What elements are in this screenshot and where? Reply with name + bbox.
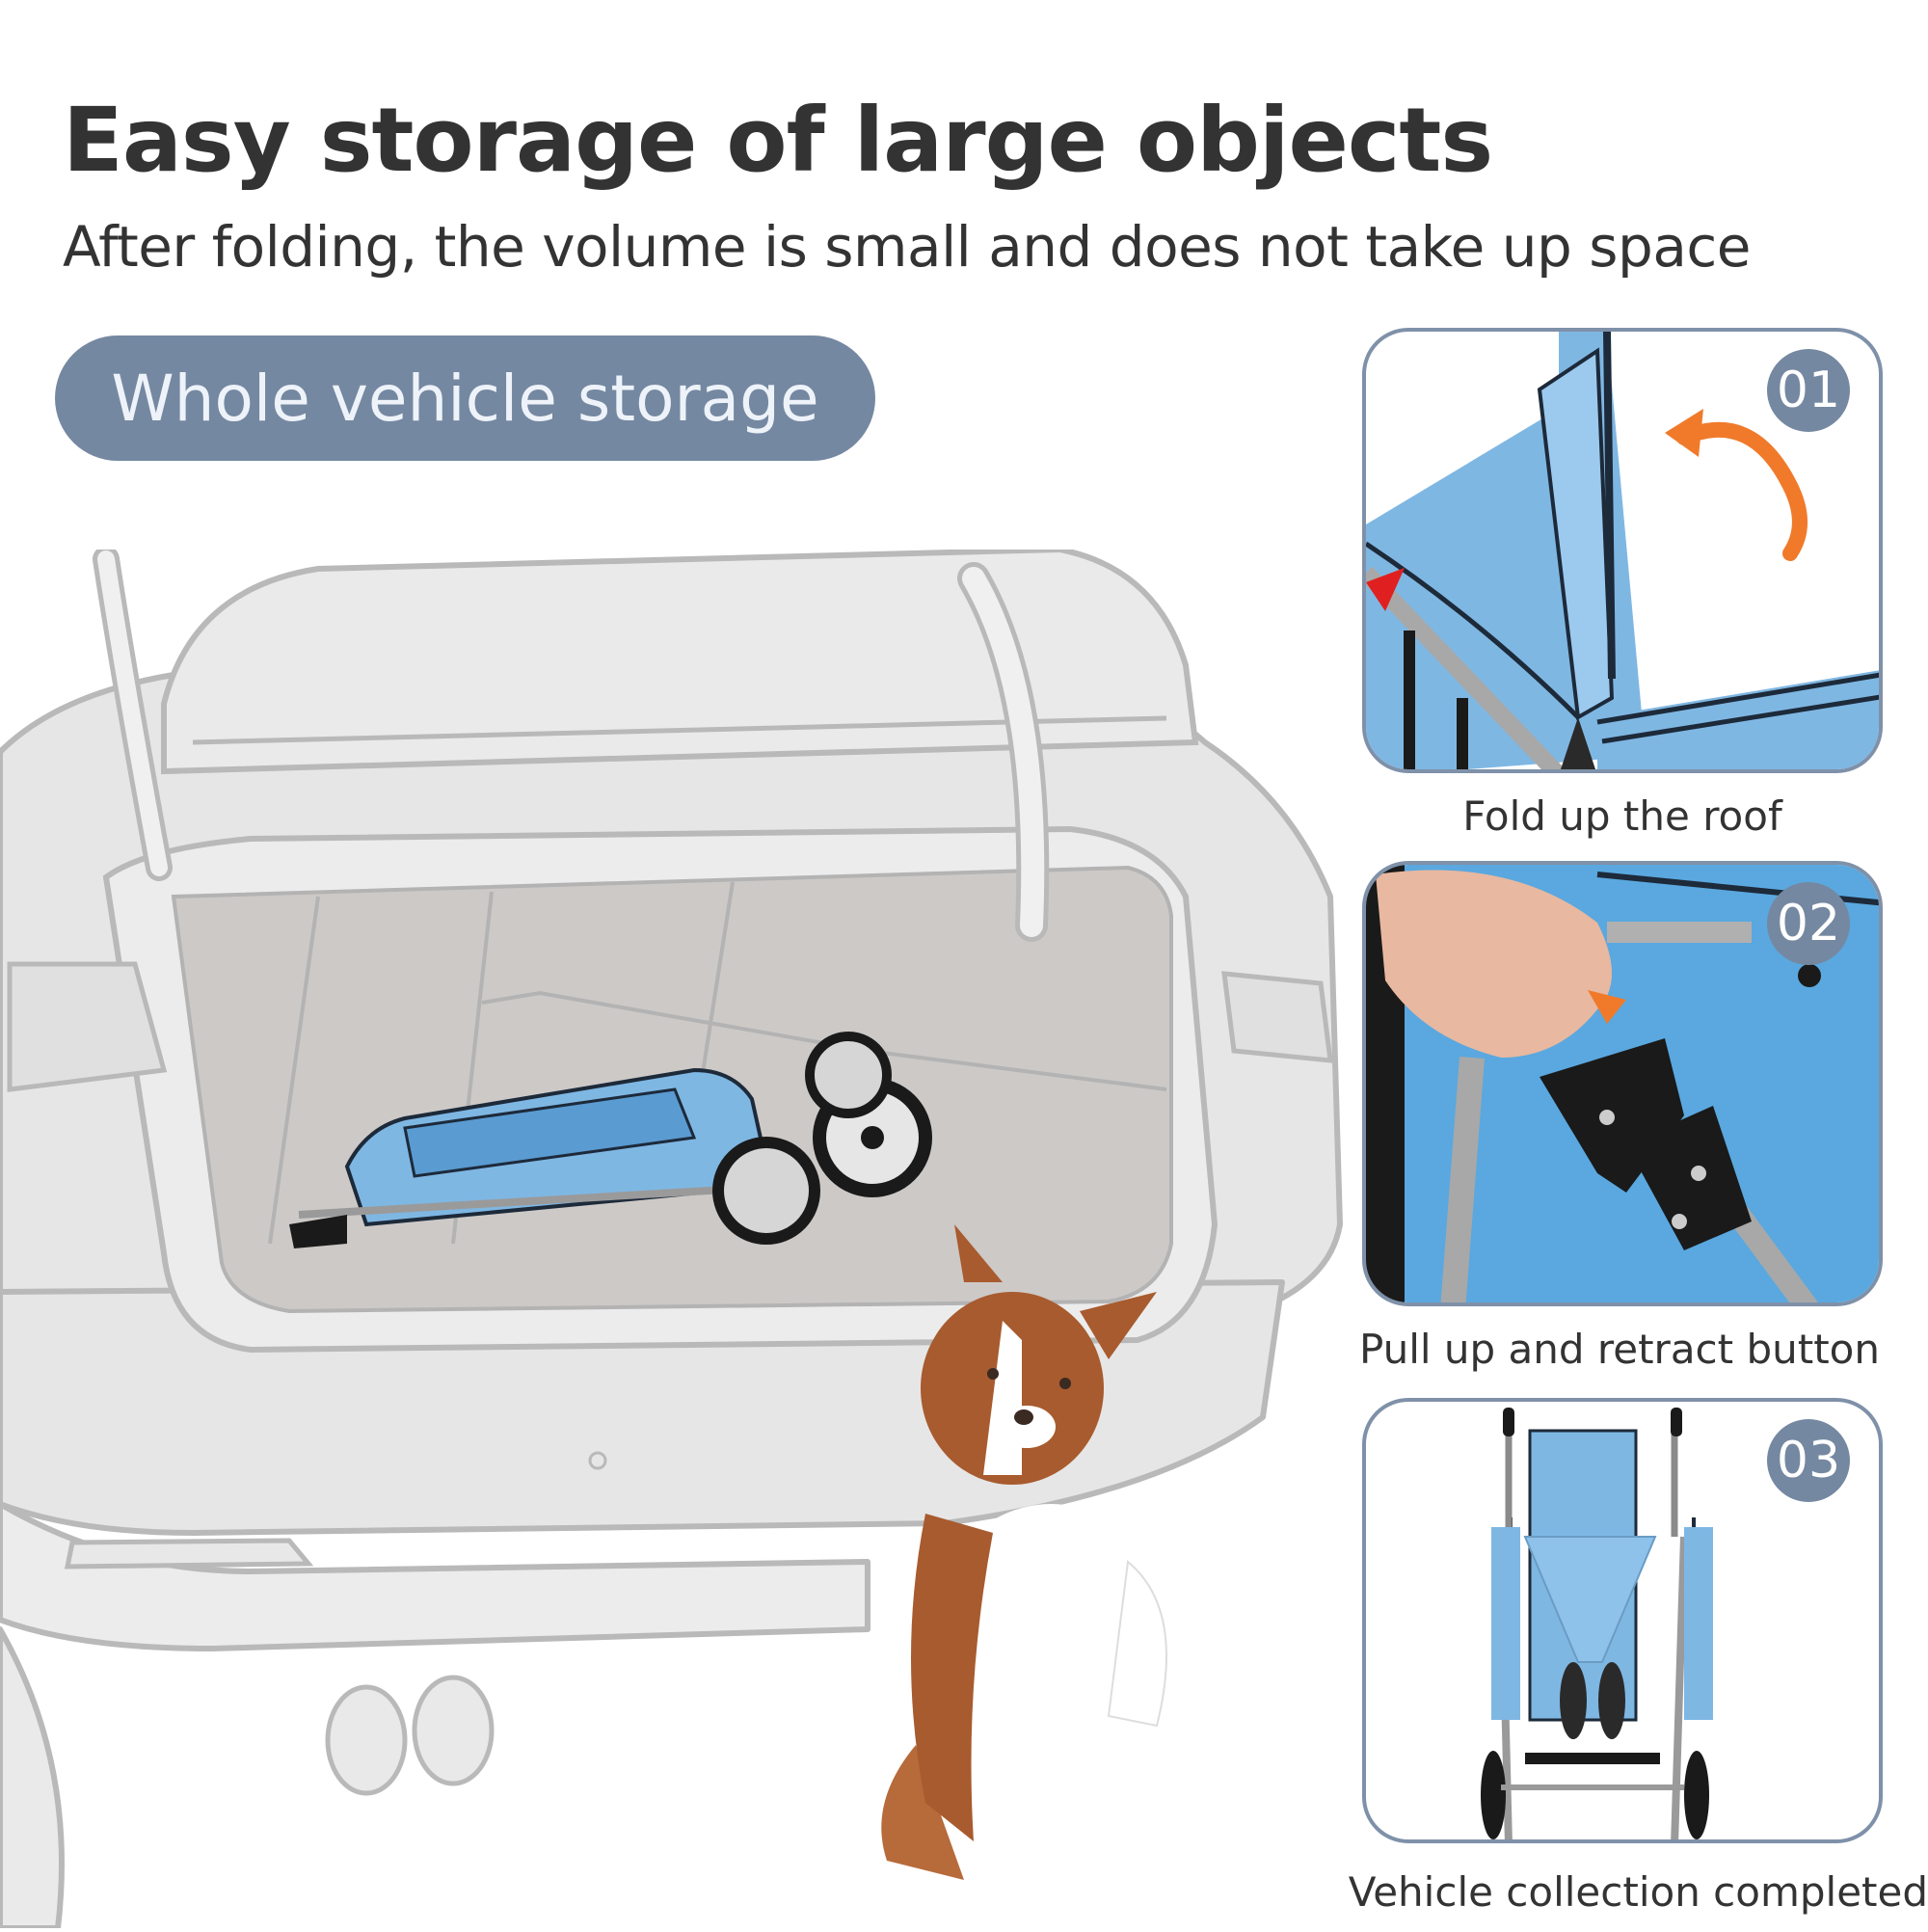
step-card-2: 02 bbox=[1362, 861, 1883, 1306]
section-label-pill: Whole vehicle storage bbox=[55, 335, 875, 461]
step-number-badge: 01 bbox=[1767, 349, 1850, 432]
car-trunk-illustration bbox=[0, 546, 1350, 1931]
step-caption-3: Vehicle collection completed bbox=[1348, 1868, 1928, 1916]
folded-stroller-upright-photo-icon bbox=[1481, 1408, 1713, 1839]
step-card-3: 03 bbox=[1362, 1398, 1883, 1843]
car-rear-outline-icon bbox=[0, 546, 1343, 1931]
dog-illustration bbox=[881, 1224, 1195, 1890]
page-subtitle: After folding, the volume is small and d… bbox=[63, 214, 1751, 280]
section-label-text: Whole vehicle storage bbox=[111, 361, 819, 436]
step-number-badge: 02 bbox=[1767, 882, 1850, 965]
step-card-1: 01 bbox=[1362, 328, 1883, 773]
folded-stroller bbox=[289, 1032, 932, 1248]
page-title: Easy storage of large objects bbox=[63, 89, 1493, 192]
stroller-canopy-folding-photo-icon bbox=[1366, 332, 1879, 769]
step-caption-2: Pull up and retract button bbox=[1359, 1326, 1880, 1373]
step-number-badge: 03 bbox=[1767, 1419, 1850, 1502]
step-caption-1: Fold up the roof bbox=[1462, 792, 1782, 840]
